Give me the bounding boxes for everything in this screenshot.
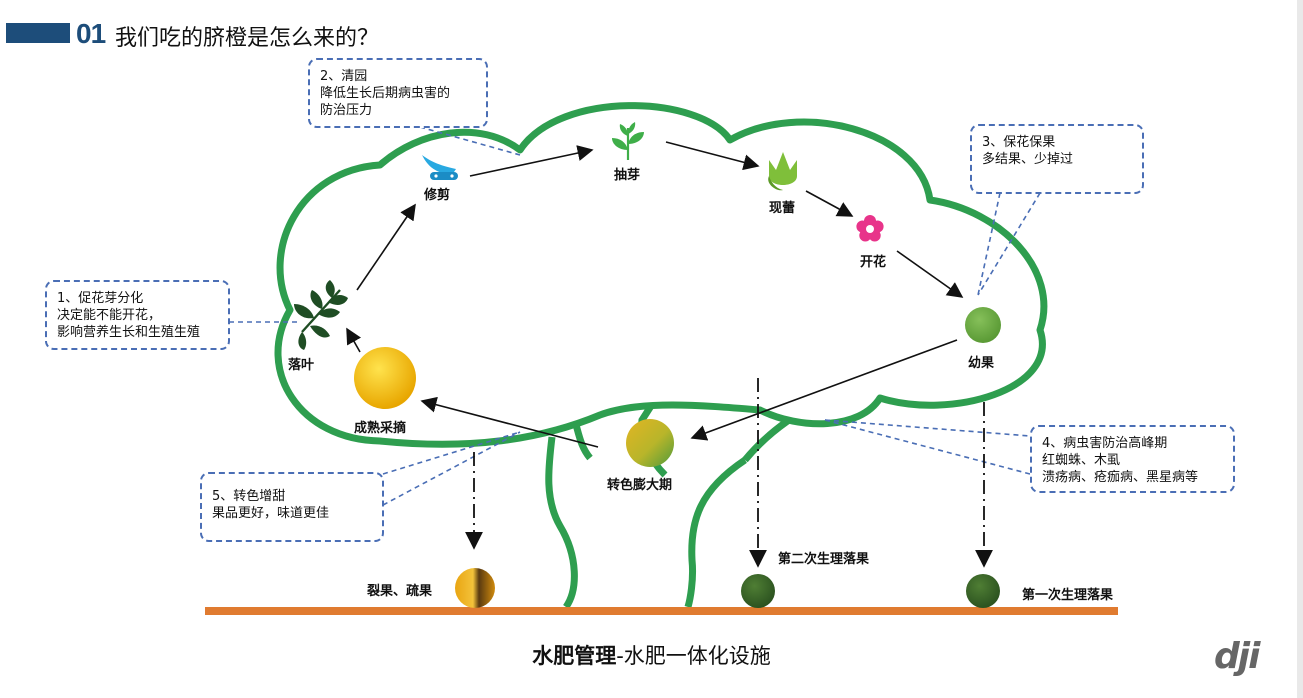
- bud-icon: [768, 152, 797, 191]
- header-accent-bar: [6, 23, 70, 43]
- stage-label-flowering: 开花: [860, 255, 887, 270]
- cracked-fruit: [455, 568, 495, 608]
- drop-label-first: 第一次生理落果: [1022, 588, 1114, 603]
- note-2-line-3: 防治压力: [320, 103, 373, 118]
- note-5-line-2: 果品更好，味道更佳: [212, 506, 330, 521]
- arrow-budding-flowering: [805, 190, 854, 217]
- stage-label-sprouting: 抽芽: [614, 168, 641, 183]
- arrow-harvest-leaffall: [346, 327, 362, 353]
- stage-label-harvest: 成熟采摘: [354, 421, 407, 436]
- section-number: 01: [76, 18, 106, 49]
- arrow-leaffall-pruning: [356, 203, 416, 291]
- stage-label-color-change: 转色膨大期: [607, 478, 673, 493]
- leaves-icon: [294, 280, 348, 350]
- dji-logo: dji: [1214, 636, 1260, 677]
- slide-header: 01 我们吃的脐橙是怎么来的？: [0, 14, 640, 54]
- note4-connector: [824, 419, 1031, 475]
- note-3: 3、保花保果 多结果、少掉过: [970, 124, 1144, 194]
- footer-caption: 水肥管理-水肥一体化设施: [0, 640, 1303, 670]
- slide-title: 我们吃的脐橙是怎么来的？: [115, 26, 380, 51]
- scissors-icon: [422, 155, 458, 180]
- sprout-icon: [612, 122, 644, 160]
- note-1-line-3: 影响营养生长和生殖生殖: [57, 325, 201, 340]
- note-2-line-2: 降低生长后期病虫害的: [320, 86, 451, 101]
- footer-bold-text: 水肥管理: [532, 644, 617, 668]
- note-3-line-1: 3、保花保果: [982, 135, 1056, 150]
- arrow-young-colorchange: [690, 339, 958, 441]
- note-1-line-2: 决定能不能开花，: [57, 308, 162, 323]
- note-1: 1、促花芽分化 决定能不能开花， 影响营养生长和生殖生殖: [45, 280, 230, 350]
- drop-label-second: 第二次生理落果: [778, 552, 870, 567]
- flower-icon: [856, 215, 884, 242]
- note-4-line-1: 4、病虫害防治高峰期: [1042, 436, 1168, 451]
- young-fruit: [965, 307, 1001, 343]
- note3-connector: [977, 192, 1041, 296]
- arrow-pruning-sprouting: [469, 145, 594, 177]
- tree-trunk-right: [684, 457, 747, 608]
- stage-label-leaf-fall: 落叶: [288, 358, 315, 373]
- note-2-line-1: 2、清园: [320, 69, 368, 84]
- note-3-line-2: 多结果、少掉过: [982, 152, 1074, 167]
- stage-label-pruning: 修剪: [424, 188, 451, 203]
- ripe-fruit: [354, 347, 416, 409]
- tree-trunk-left: [545, 436, 578, 610]
- page-edge: [1297, 0, 1303, 698]
- arrow-colorchange-harvest: [420, 396, 599, 448]
- arrow-flowering-young: [896, 250, 964, 298]
- second-drop-fruit: [741, 574, 775, 608]
- note-5: 5、转色增甜 果品更好，味道更佳: [200, 472, 384, 542]
- note-4-line-3: 溃疡病、疮痂病、黑星病等: [1042, 470, 1199, 485]
- note-1-line-1: 1、促花芽分化: [57, 291, 144, 306]
- arrow-sprouting-budding: [665, 141, 760, 171]
- ground-line: [205, 607, 1118, 615]
- note-4: 4、病虫害防治高峰期 红蜘蛛、木虱 溃疡病、疮痂病、黑星病等: [1030, 425, 1235, 493]
- drop-label-crack: 裂果、疏果: [367, 584, 433, 599]
- note5-connector: [382, 431, 521, 506]
- stage-label-young-fruit: 幼果: [968, 356, 995, 371]
- tree-canopy: [274, 102, 1048, 448]
- color-change-fruit: [626, 419, 674, 467]
- stage-label-budding: 现蕾: [769, 201, 796, 216]
- footer-rest-text: -水肥一体化设施: [616, 644, 771, 668]
- note-5-line-1: 5、转色增甜: [212, 489, 286, 504]
- note-2: 2、清园 降低生长后期病虫害的 防治压力: [308, 58, 488, 128]
- note-4-line-2: 红蜘蛛、木虱: [1042, 453, 1121, 468]
- first-drop-fruit: [966, 574, 1000, 608]
